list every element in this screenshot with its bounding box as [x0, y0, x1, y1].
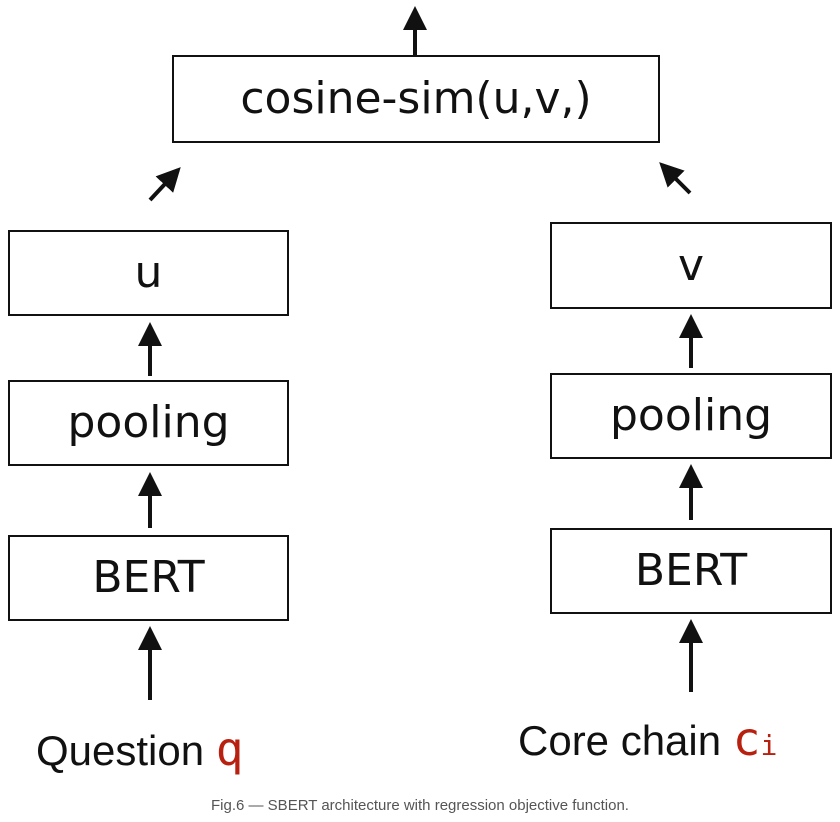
pooling-box-right: pooling	[550, 373, 832, 459]
arrow-u-to-cosine	[148, 167, 181, 202]
bert-label-left: BERT	[92, 552, 205, 603]
cosine-sim-box: cosine-sim(u,v,)	[172, 55, 660, 143]
question-variable: q	[215, 722, 244, 776]
pooling-box-left: pooling	[8, 380, 289, 466]
v-label: v	[677, 239, 705, 291]
core-chain-text: Core chain	[518, 717, 722, 764]
u-vector-box: u	[8, 230, 289, 316]
core-chain-subscript: i	[760, 729, 778, 762]
bert-box-right: BERT	[550, 528, 832, 614]
core-chain-variable: c	[732, 712, 761, 766]
bert-label-right: BERT	[634, 545, 748, 596]
v-vector-box: v	[550, 222, 832, 309]
pooling-label-right: pooling	[609, 390, 773, 441]
figure-caption: Fig.6 — SBERT architecture with regressi…	[211, 797, 629, 814]
bert-box-left: BERT	[8, 535, 289, 621]
arrow-v-to-cosine	[659, 162, 692, 195]
core-chain-input-label: Core chain ci	[518, 716, 777, 762]
question-input-label: Question q	[36, 726, 243, 772]
question-text: Question	[36, 727, 205, 774]
pooling-label-left: pooling	[67, 397, 230, 448]
u-label: u	[134, 247, 163, 298]
cosine-sim-label: cosine-sim(u,v,)	[240, 73, 592, 124]
